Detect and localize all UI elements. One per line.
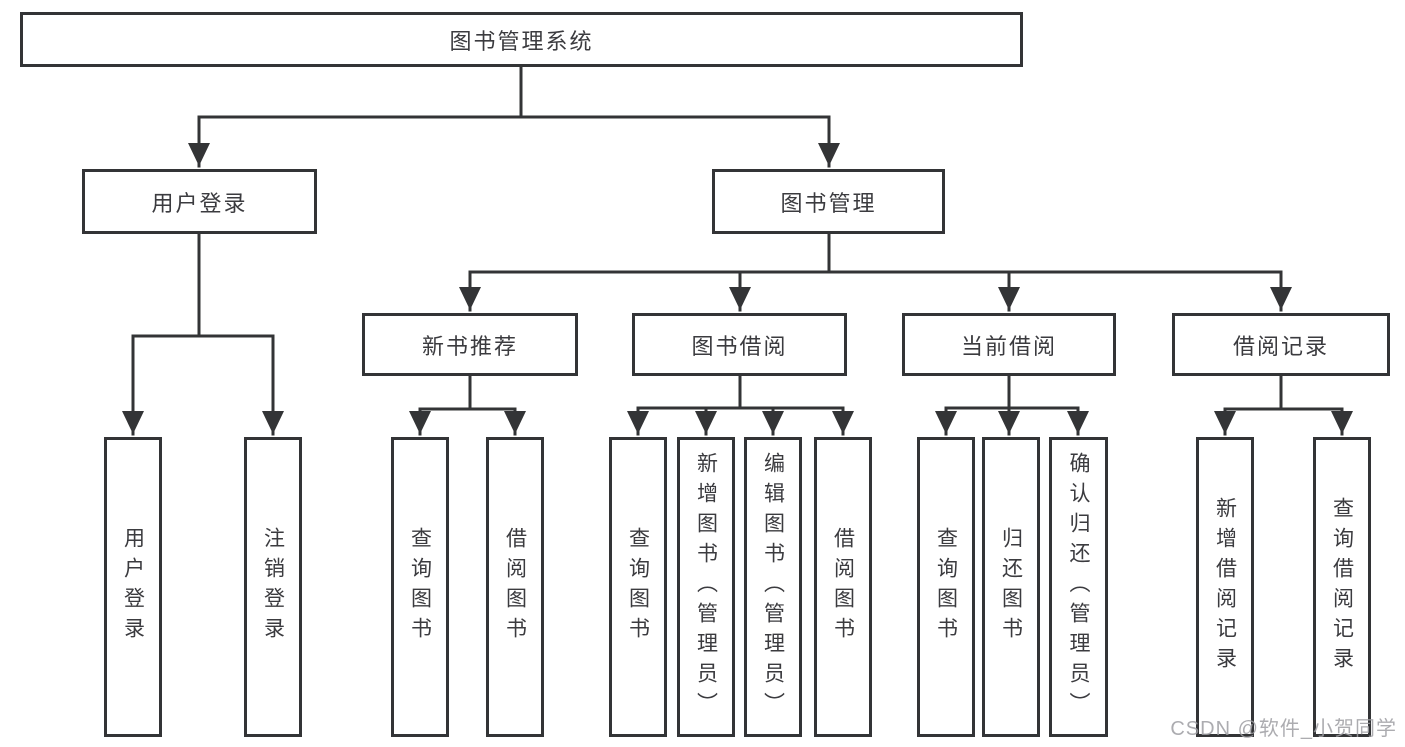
node-book-management: 图书管理 [712,169,945,234]
leaf-borrow-books-2: 借阅图书 [814,437,872,737]
leaf-query-books-2: 查询图书 [609,437,667,737]
node-root-system: 图书管理系统 [20,12,1023,67]
leaf-edit-books-admin: 编辑图书（管理员） [744,437,802,737]
leaf-confirm-return-admin: 确认归还（管理员） [1049,437,1108,737]
leaf-query-books-3: 查询图书 [917,437,975,737]
leaf-return-books: 归还图书 [982,437,1040,737]
node-book-borrow: 图书借阅 [632,313,847,376]
leaf-borrow-books-1: 借阅图书 [486,437,544,737]
node-user-login: 用户登录 [82,169,317,234]
leaf-logout: 注销登录 [244,437,302,737]
csdn-watermark: CSDN @软件_小贺同学 [1170,718,1397,740]
leaf-query-books-1: 查询图书 [391,437,449,737]
leaf-add-books-admin: 新增图书（管理员） [677,437,735,737]
node-borrow-records: 借阅记录 [1172,313,1390,376]
leaf-user-login: 用户登录 [104,437,162,737]
leaf-query-borrow-record: 查询借阅记录 [1313,437,1371,737]
leaf-add-borrow-record: 新增借阅记录 [1196,437,1254,737]
node-new-book-recommend: 新书推荐 [362,313,578,376]
node-current-borrow: 当前借阅 [902,313,1116,376]
